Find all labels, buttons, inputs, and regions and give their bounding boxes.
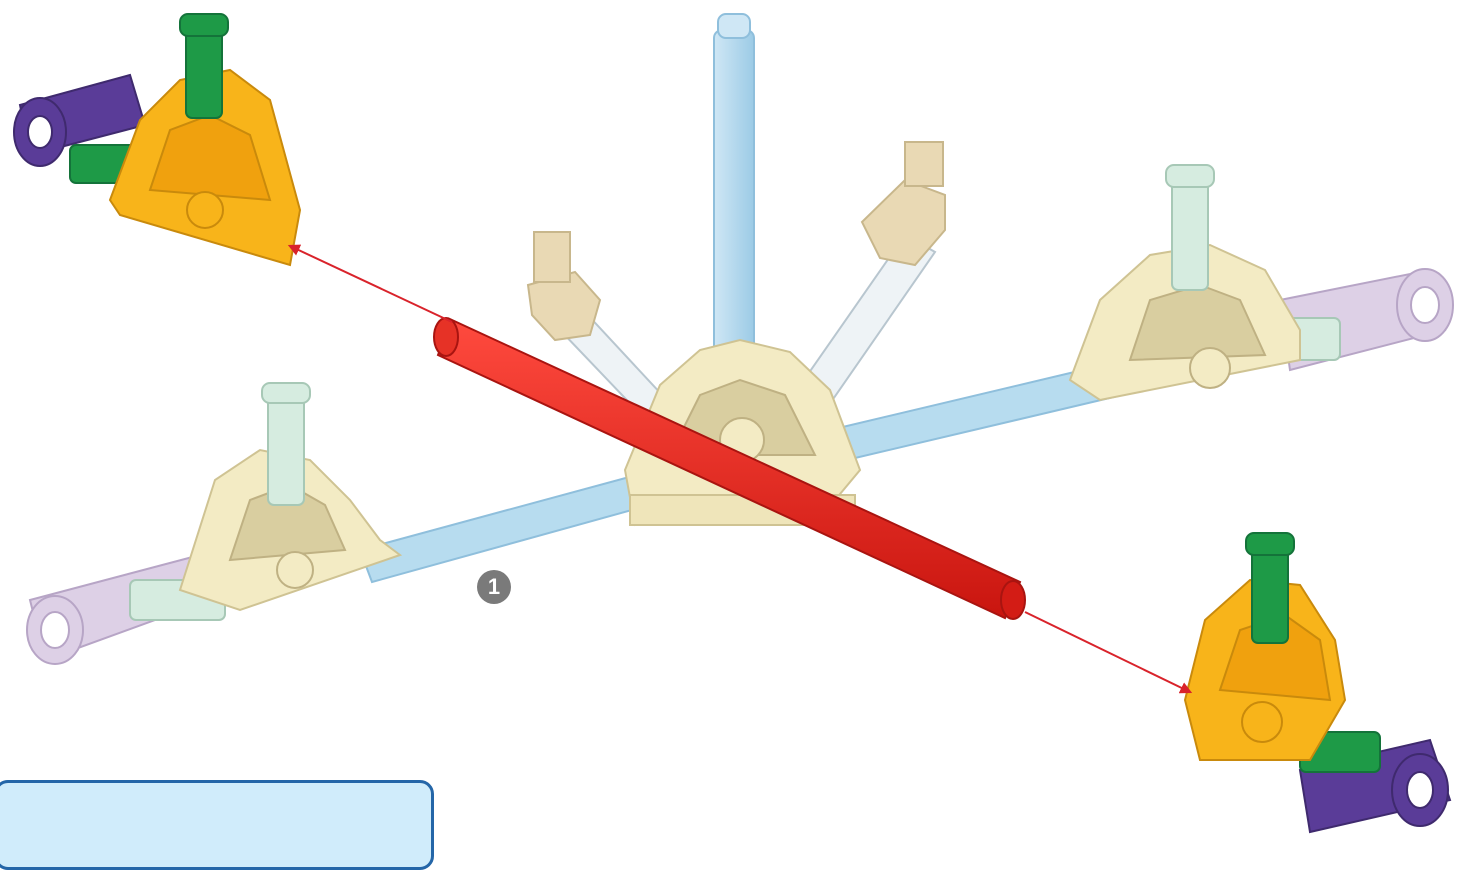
blue-rod-left bbox=[360, 470, 668, 582]
connector-assembly-yellow-bottom-right bbox=[1185, 533, 1450, 832]
connector-assembly-yellow-top-left bbox=[14, 14, 300, 265]
connector-assembly-right bbox=[1070, 165, 1453, 400]
arrow-to-bottom-right bbox=[1025, 612, 1190, 692]
info-box bbox=[0, 780, 434, 870]
blue-rod-vertical bbox=[714, 14, 754, 390]
arrow-to-top-left bbox=[290, 246, 452, 322]
assembly-diagram bbox=[0, 0, 1463, 845]
connector-assembly-left-bottom bbox=[27, 383, 400, 664]
step-number-badge: 1 bbox=[477, 570, 511, 604]
